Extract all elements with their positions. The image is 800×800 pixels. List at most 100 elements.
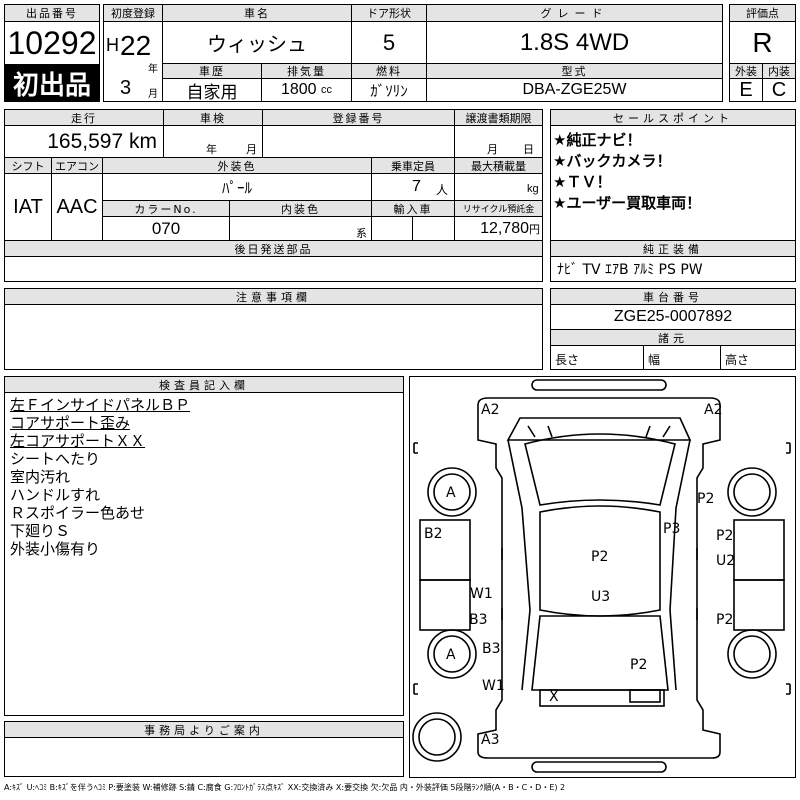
transfer-day-unit: 日: [523, 143, 534, 156]
damage-mark: P2: [716, 528, 733, 544]
damage-mark: P3: [663, 521, 680, 537]
recycle-label: リサイクル預託金: [454, 200, 543, 217]
inspector-label: 検査員記入欄: [4, 376, 404, 393]
spare-wheel: [412, 712, 462, 762]
door-label: ドア形状: [351, 4, 427, 22]
door-handles: [501, 548, 698, 620]
shift-label: シフト: [4, 157, 52, 174]
right-rear-door: [733, 579, 785, 631]
damage-mark: P2: [591, 549, 608, 565]
grade: 1.8S 4WD: [426, 21, 723, 64]
spare-wheel-inner: [418, 718, 456, 756]
legend: A:ｷｽﾞ U:ﾍｺﾐ B:ｷｽﾞを伴うﾍｺﾐ P:要塗装 W:補修跡 S:錆 …: [4, 783, 566, 792]
month-unit: 月: [148, 89, 158, 100]
later-parts-cell: [4, 256, 543, 282]
damage-mark: W1: [470, 586, 493, 602]
selling-points-label: セールスポイント: [550, 109, 796, 126]
transfer-month-unit: 月: [487, 143, 498, 156]
selling-point: ★ＴＶ！: [553, 173, 612, 191]
equipment-label: 純正装備: [550, 240, 796, 257]
notes-area: [4, 304, 543, 370]
import-cell-right: [412, 216, 455, 241]
mileage-unit: km: [129, 129, 157, 153]
capacity-unit: 人: [436, 183, 449, 197]
inspection-year-unit: 年: [206, 143, 217, 156]
inspection-month-unit: 月: [246, 143, 257, 156]
first-reg-cell: H 22 年 3 月: [103, 21, 163, 102]
damage-mark: B2: [424, 526, 443, 542]
first-listing-badge: 初出品: [4, 64, 100, 102]
era: H: [106, 35, 119, 55]
color-no: 070: [102, 216, 230, 241]
windshield: [524, 433, 676, 506]
doors: 5: [351, 21, 427, 64]
chassis-number: ZGE25-0007892: [550, 304, 796, 330]
transfer-label: 譲渡書類期限: [454, 109, 543, 126]
later-parts-label: 後日発送部品: [4, 240, 543, 257]
displacement: 1800: [280, 81, 317, 98]
car-name-label: 車名: [162, 4, 352, 22]
notes-label: 注意事項欄: [4, 288, 543, 305]
inspection-cell: 年 月: [163, 125, 263, 158]
inspector-comments: 左ＦインサイドパネルＢＰ コアサポート歪み 左コアサポートＸＸ シートへたり 室…: [4, 392, 404, 716]
reg-year: 22: [120, 30, 152, 61]
car-outline: A2 A2 A P2 B2 P3 P2 U2 P2 W1 U3 B3 P2 A …: [412, 379, 791, 773]
damage-mark: A: [446, 647, 456, 663]
front-left-wheel: [427, 467, 477, 517]
damage-mark: B3: [469, 612, 488, 628]
load-unit: kg: [527, 183, 539, 195]
mileage-cell: 165,597 km: [4, 125, 164, 158]
rear-left-wheel-inner: [433, 635, 471, 673]
ac-label: エアコン: [51, 157, 103, 174]
inspector-comment: コアサポート歪み: [10, 414, 131, 432]
rear-right-wheel-inner: [733, 635, 771, 673]
chassis-label: 車台番号: [550, 288, 796, 305]
left-rear-bracket: [413, 683, 418, 695]
color-label: 外装色: [102, 157, 372, 174]
plate-cell: [262, 125, 455, 158]
displacement-label: 排気量: [261, 63, 352, 79]
front-right-wheel-inner: [733, 473, 771, 511]
interior-color-cell: 系: [229, 216, 372, 241]
damage-diagram: A2 A2 A P2 B2 P3 P2 U2 P2 W1 U3 B3 P2 A …: [409, 376, 796, 778]
fuel: ｶﾞｿﾘﾝ: [351, 78, 427, 102]
selling-points-list: ★純正ナビ！ ★バックカメラ！ ★ＴＶ！ ★ユーザー買取車両！: [550, 125, 796, 241]
length-cell: 長さ: [550, 345, 644, 370]
right-mirror-bracket: [786, 442, 791, 454]
car-body-outline: [477, 397, 721, 759]
damage-mark: A3: [481, 732, 499, 748]
recycle-unit: 円: [529, 223, 540, 236]
office-label: 事務局よりご案内: [4, 721, 404, 738]
right-rear-bracket: [786, 683, 791, 695]
damage-mark: X: [549, 689, 559, 705]
year-unit: 年: [148, 64, 158, 75]
color-no-label: カラーNo.: [102, 200, 230, 217]
lot-number: 10292: [4, 21, 100, 65]
plate-label: 登録番号: [262, 109, 455, 126]
color: ﾊﾟｰﾙ: [102, 173, 372, 201]
shift: IAT: [4, 173, 52, 241]
displacement-cell: 1800 cc: [261, 78, 352, 102]
transfer-cell: 月 日: [454, 125, 543, 158]
history: 自家用: [162, 78, 262, 102]
roof: [539, 505, 661, 617]
damage-mark: A2: [704, 402, 722, 418]
left-pillar-line: [507, 439, 531, 691]
grille: [527, 425, 671, 438]
inspector-comment: 左ＦインサイドパネルＢＰ: [10, 396, 191, 414]
selling-point: ★ユーザー買取車両！: [553, 194, 702, 212]
fuel-label: 燃料: [351, 63, 427, 79]
mileage: 165,597: [47, 129, 124, 153]
rear-right-wheel: [727, 629, 777, 679]
selling-point: ★バックカメラ！: [553, 152, 672, 170]
model-label: 型式: [426, 63, 723, 79]
rear-glass: [531, 615, 669, 691]
damage-mark: U2: [716, 553, 735, 569]
dims-label: 諸元: [550, 329, 796, 346]
selling-point: ★純正ナビ！: [553, 131, 642, 149]
load-label: 最大積載量: [454, 157, 543, 174]
inspector-comment: シートへたり: [10, 450, 101, 468]
exterior-label: 外装: [729, 63, 763, 79]
front-left-wheel-inner: [433, 473, 471, 511]
inspector-comment: 下廻りＳ: [10, 522, 71, 540]
